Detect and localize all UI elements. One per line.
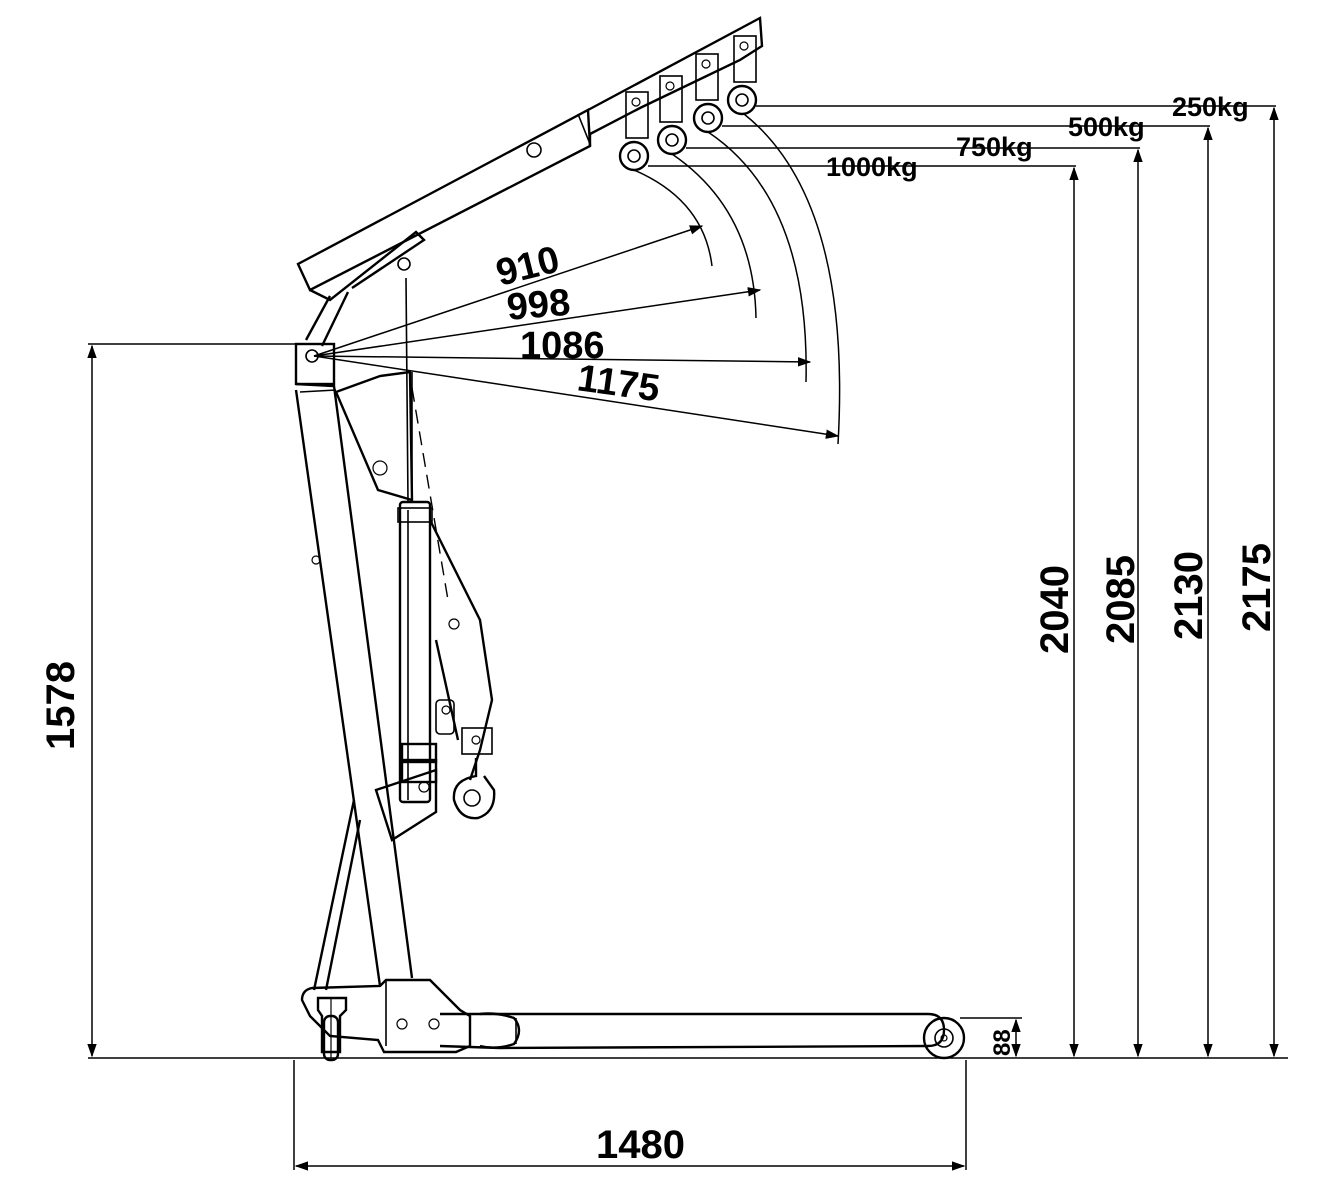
- rear-caster: [316, 996, 348, 1062]
- dim-label-1480: 1480: [596, 1123, 685, 1167]
- hanging-hook: [452, 727, 496, 820]
- height-dim-lines: [87, 105, 1288, 1171]
- load-label-500kg: 500kg: [1068, 112, 1145, 142]
- load-label-1000kg: 1000kg: [826, 152, 918, 182]
- boom: [296, 16, 764, 347]
- dim-label-2040: 2040: [1033, 565, 1077, 654]
- dim-label-1578: 1578: [39, 661, 83, 750]
- dim-label-2130: 2130: [1167, 551, 1211, 640]
- hook-500kg: [692, 53, 724, 134]
- load-label-250kg: 250kg: [1172, 92, 1249, 122]
- mast: [294, 342, 438, 991]
- load-label-750kg: 750kg: [956, 132, 1033, 162]
- dim-label-88: 88: [989, 1029, 1016, 1056]
- reach-label-998: 998: [505, 282, 572, 329]
- base-leg: [300, 978, 946, 1054]
- dim-label-2085: 2085: [1099, 555, 1143, 644]
- dim-label-2175: 2175: [1235, 543, 1279, 632]
- hook-250kg: [726, 35, 758, 116]
- folded-leg: [428, 519, 494, 781]
- reach-label-1175: 1175: [575, 357, 662, 410]
- reach-label-1086: 1086: [520, 325, 605, 367]
- hook-750kg: [656, 75, 688, 156]
- hydraulic-ram: [397, 277, 455, 804]
- hook-1000kg: [618, 91, 650, 172]
- reach-radii: [313, 113, 841, 445]
